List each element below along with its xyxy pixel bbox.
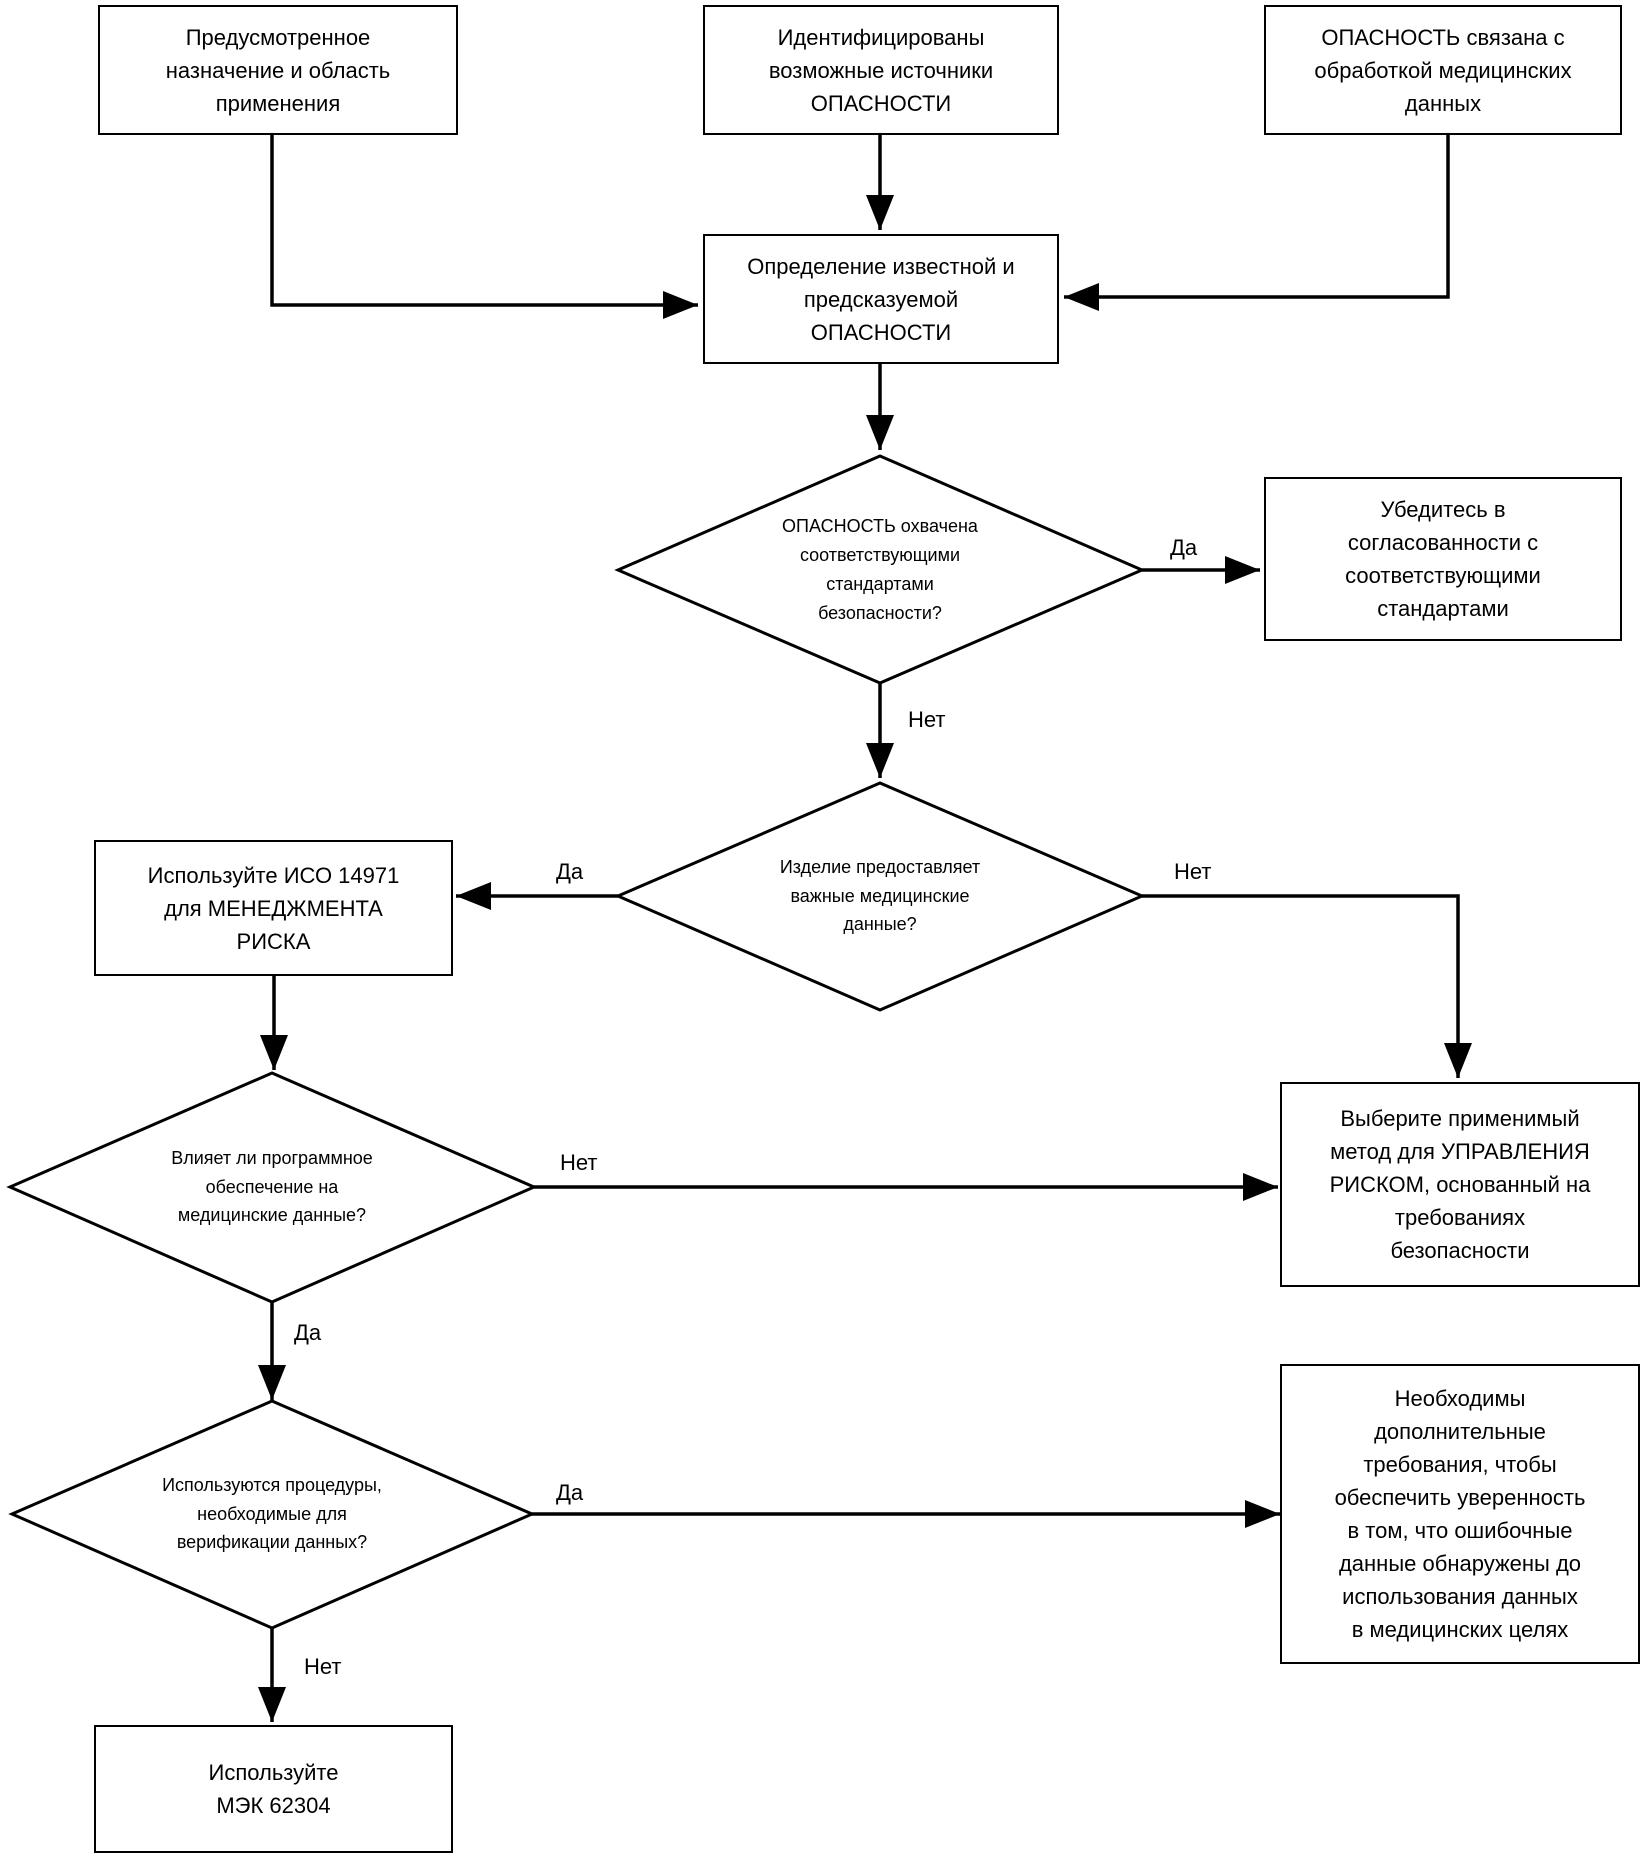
box-choose-risk-control: Выберите применимый метод для УПРАВЛЕНИЯ… <box>1280 1082 1640 1287</box>
box-ensure-conformity: Убедитесь в согласованности с соответств… <box>1264 477 1622 641</box>
label-decision-1-no: Нет <box>908 707 946 732</box>
decision-4-diamond <box>8 1399 536 1630</box>
label-decision-2-no: Нет <box>1174 859 1212 884</box>
decision-1-diamond <box>614 454 1146 685</box>
box-hazard-identification: Определение известной и предсказуемой ОП… <box>703 234 1059 364</box>
box-use-iso-14971: Используйте ИСО 14971 для МЕНЕДЖМЕНТА РИ… <box>94 840 453 976</box>
box-hazard-data-processing: ОПАСНОСТЬ связана с обработкой медицинск… <box>1264 5 1622 135</box>
decision-3-diamond <box>6 1071 538 1304</box>
box-use-iec-62304: Используйте МЭК 62304 <box>94 1725 453 1853</box>
arrow-decision-2-no <box>1142 894 1472 1078</box>
arrow-intended-use-to-identification <box>270 135 698 319</box>
decision-1-text: ОПАСНОСТЬ охвачена соответствующими стан… <box>782 516 978 623</box>
label-decision-2-yes: Да <box>556 859 584 884</box>
label-decision-3-no: Нет <box>560 1150 598 1175</box>
box-hazard-sources: Идентифицированы возможные источники ОПА… <box>703 5 1059 135</box>
label-decision-4-yes: Да <box>556 1480 584 1505</box>
box-intended-use: Предусмотренное назначение и область при… <box>98 5 458 135</box>
decision-4-text: Используются процедуры, необходимые для … <box>162 1474 382 1553</box>
label-decision-3-yes: Да <box>294 1320 322 1345</box>
box-additional-requirements: Необходимы дополнительные требования, чт… <box>1280 1364 1640 1664</box>
arrow-data-processing-to-identification <box>1064 135 1450 311</box>
label-decision-1-yes: Да <box>1170 535 1198 560</box>
decision-2-diamond <box>614 781 1146 1012</box>
label-decision-4-no: Нет <box>304 1654 342 1679</box>
decision-2-text: Изделие предоставляет важные медицинские… <box>779 856 981 935</box>
decision-3-text: Влияет ли программное обеспечение на мед… <box>171 1147 373 1226</box>
